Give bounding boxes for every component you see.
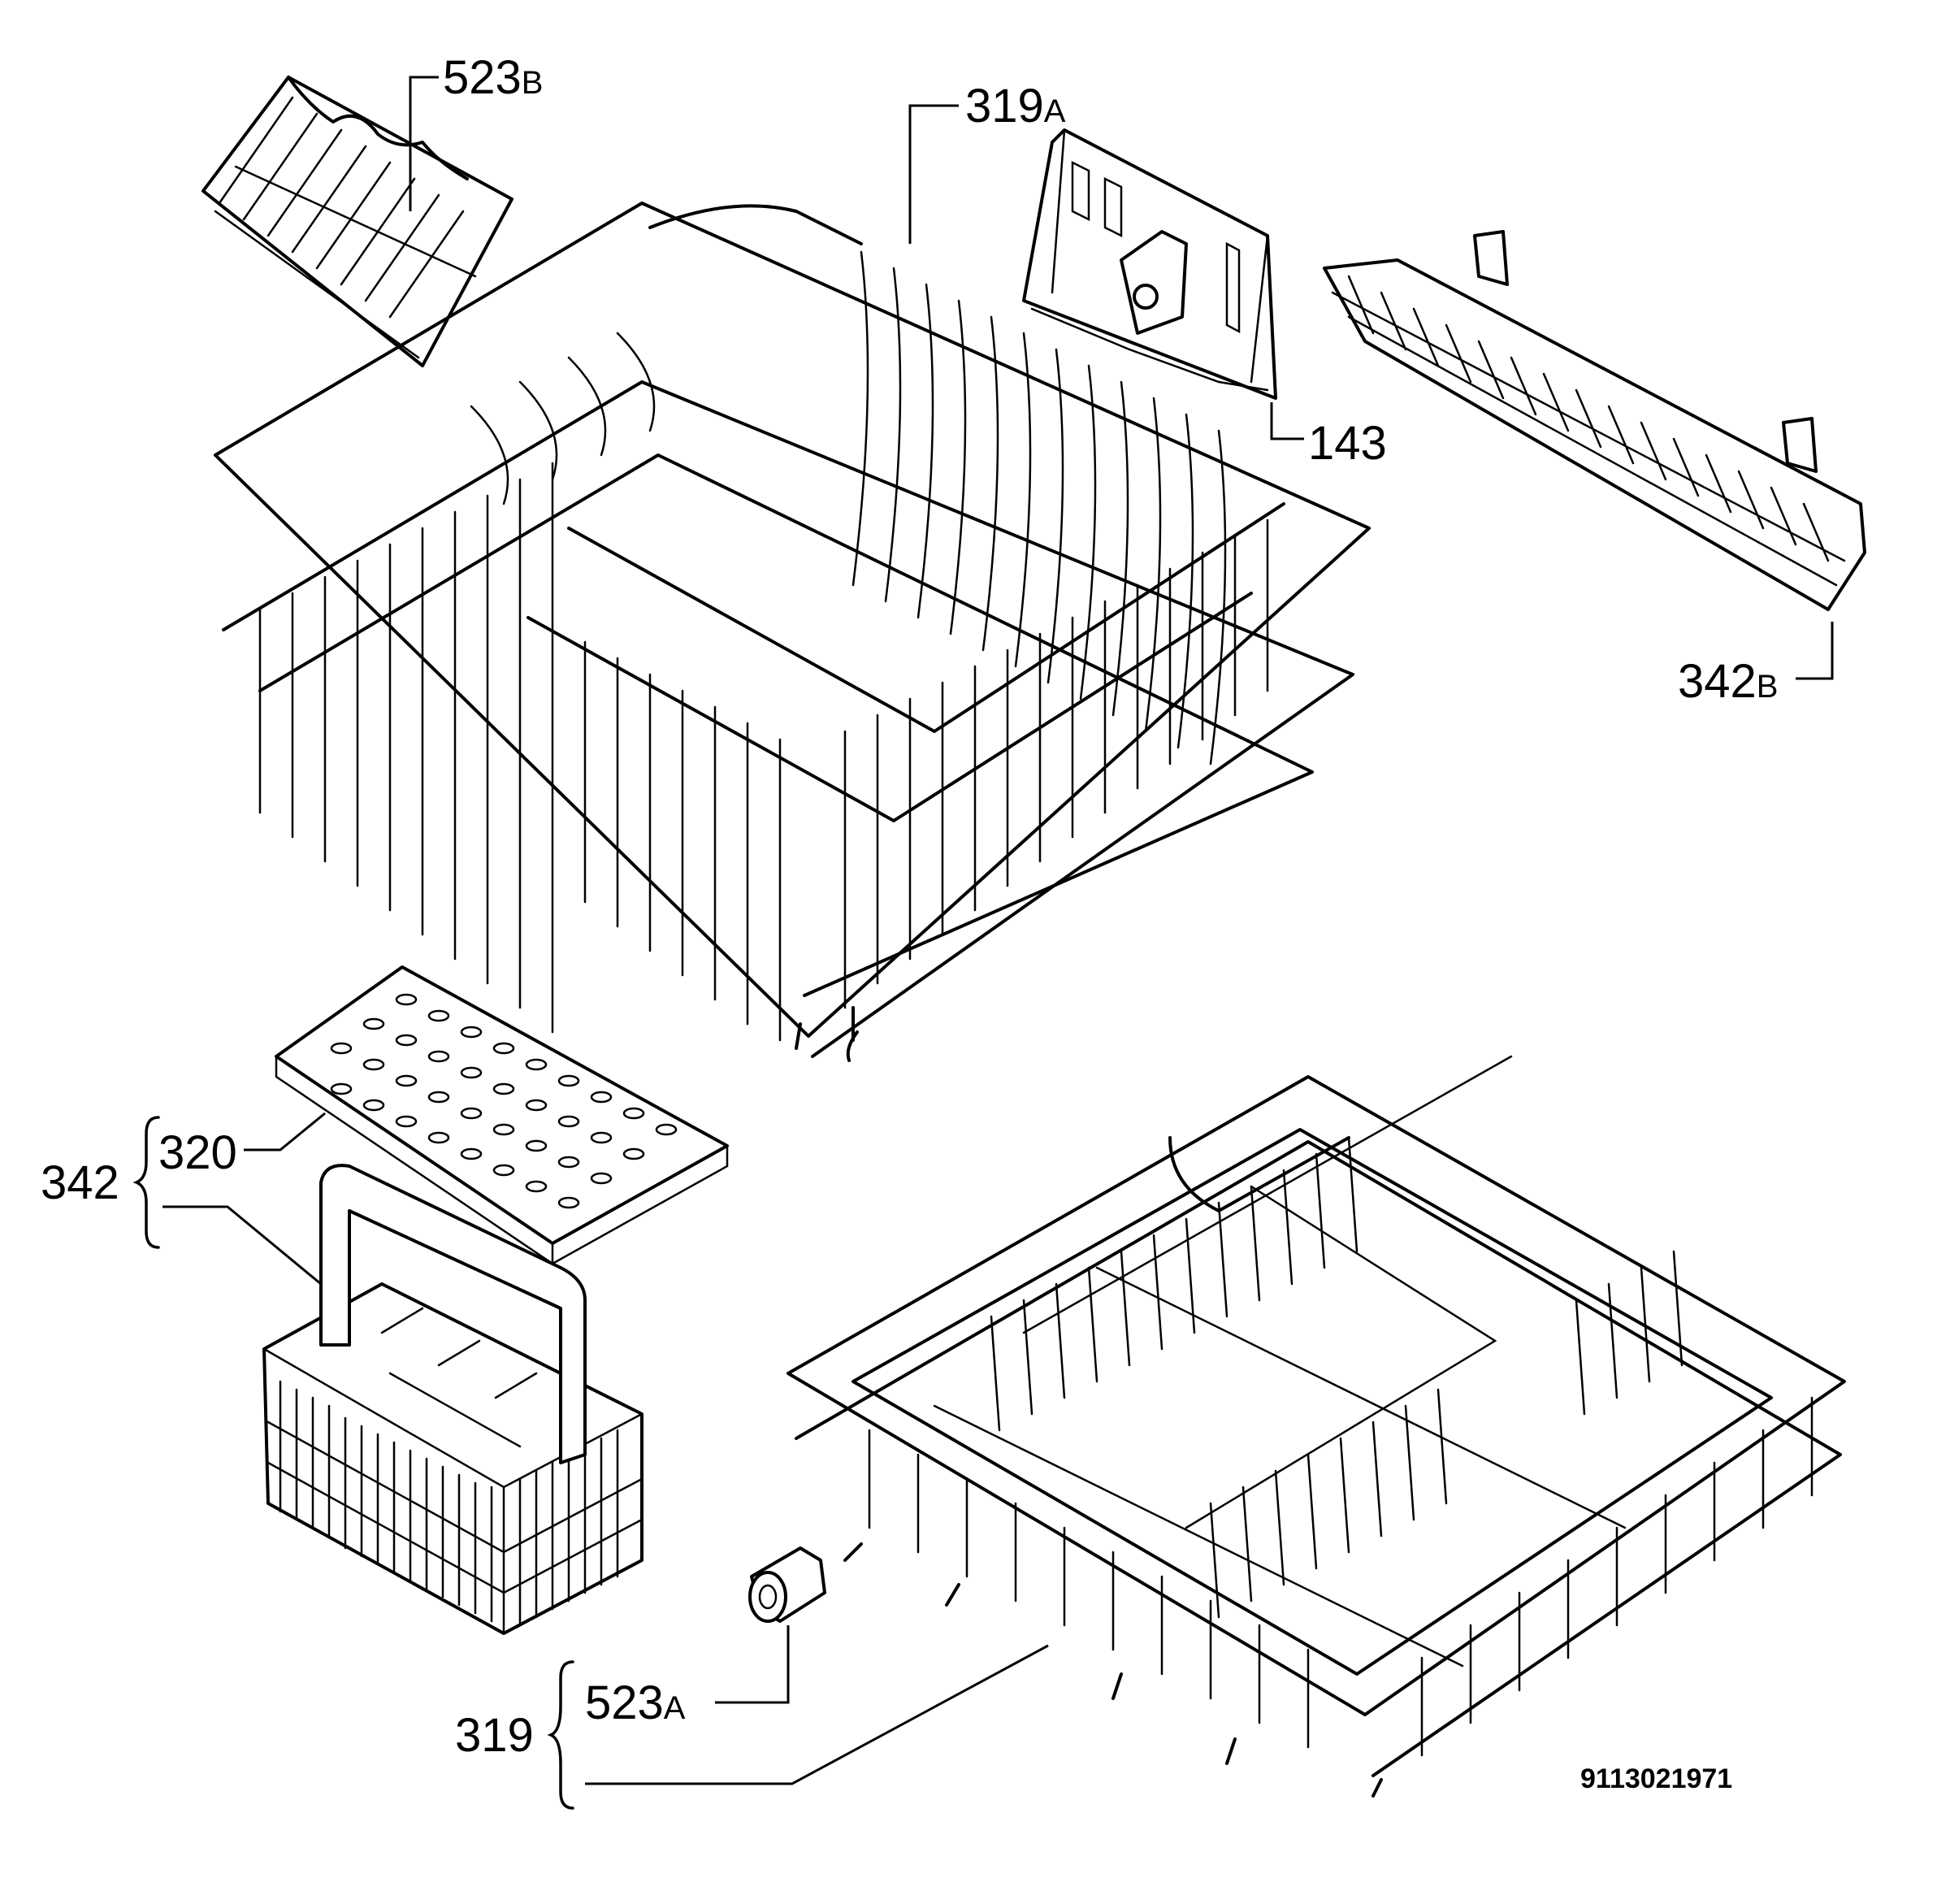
upper-basket-part	[214, 202, 1371, 1062]
side-basket-part	[1323, 230, 1866, 611]
leader-523a	[715, 1625, 790, 1704]
label-523a: 523A	[585, 1676, 686, 1729]
document-id: 9113021971	[1580, 1763, 1732, 1794]
label-143: 143	[1308, 417, 1387, 470]
label-523b: 523B	[443, 51, 543, 104]
brace-342	[132, 1116, 160, 1249]
bracket-part	[1022, 128, 1277, 400]
brace-319	[547, 1660, 574, 1810]
label-320: 320	[158, 1126, 237, 1179]
leader-143	[1270, 402, 1304, 440]
wheel-part	[748, 1546, 826, 1623]
lower-basket-part	[786, 1055, 1846, 1798]
leader-319	[585, 1644, 1049, 1785]
label-319: 319	[455, 1709, 534, 1762]
leader-523b	[409, 76, 439, 211]
leader-342	[162, 1205, 322, 1286]
cup-rack-part	[202, 76, 514, 367]
label-342b: 342B	[1678, 655, 1778, 708]
leader-320	[244, 1112, 326, 1152]
label-319a: 319A	[965, 80, 1066, 132]
cutlery-grid-part	[275, 965, 729, 1266]
leader-342b	[1796, 622, 1834, 680]
cutlery-basket-part	[262, 1164, 644, 1635]
leader-319a	[908, 104, 959, 244]
label-342: 342	[41, 1156, 119, 1209]
